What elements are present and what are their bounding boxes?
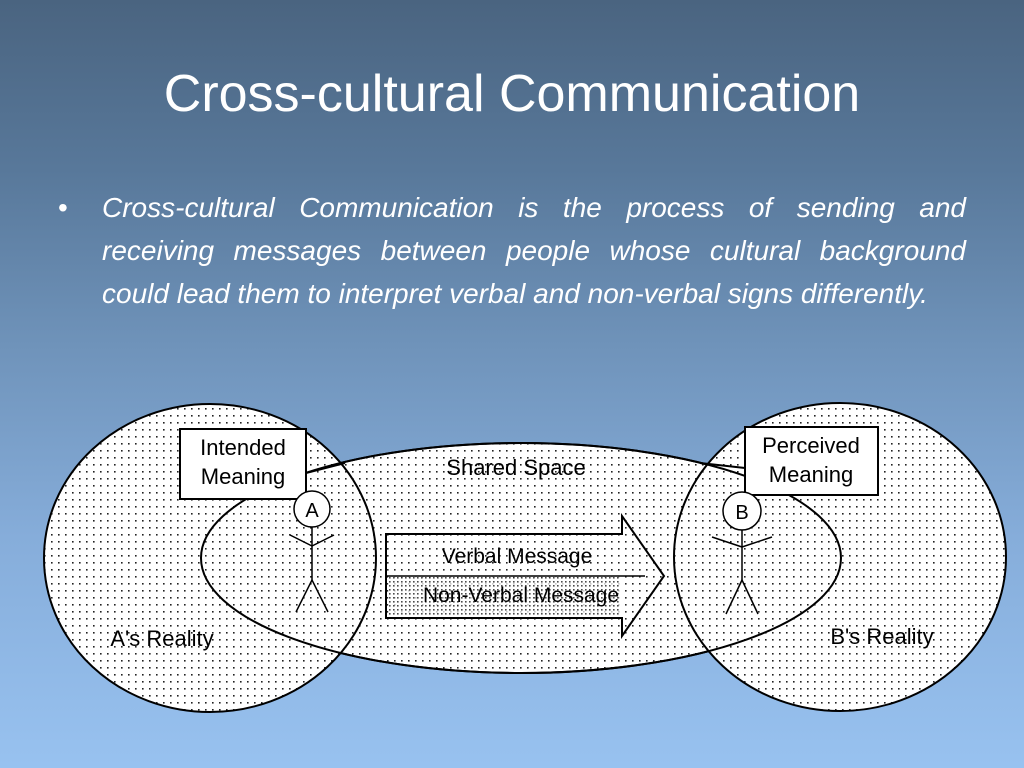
person-b-figure xyxy=(711,491,773,615)
bullet-point: • Cross-cultural Communication is the pr… xyxy=(58,186,966,315)
intended-meaning-box: Intended Meaning xyxy=(179,428,307,500)
shared-space-label: Shared Space xyxy=(446,455,585,480)
bullet-text: Cross-cultural Communication is the proc… xyxy=(102,192,966,309)
person-a-figure xyxy=(289,490,335,613)
communication-diagram: Intended Meaning Perceived Meaning Share… xyxy=(43,402,1007,713)
a-reality-label: A's Reality xyxy=(110,626,213,651)
message-arrow xyxy=(385,512,666,640)
nonverbal-message-label: Non-Verbal Message xyxy=(423,584,619,607)
b-reality-label: B's Reality xyxy=(830,624,933,649)
perceived-meaning-line1: Perceived xyxy=(762,433,860,458)
verbal-message-label: Verbal Message xyxy=(442,545,593,568)
bullet-marker: • xyxy=(58,192,68,223)
intended-meaning-line1: Intended xyxy=(200,435,286,460)
perceived-meaning-line2: Meaning xyxy=(769,462,853,487)
perceived-meaning-box: Perceived Meaning xyxy=(744,426,879,496)
shared-space-outline xyxy=(200,442,842,674)
intended-meaning-line2: Meaning xyxy=(201,464,285,489)
person-b-label: B xyxy=(735,502,748,524)
slide-title: Cross-cultural Communication xyxy=(163,65,861,123)
person-a-label: A xyxy=(305,500,319,522)
